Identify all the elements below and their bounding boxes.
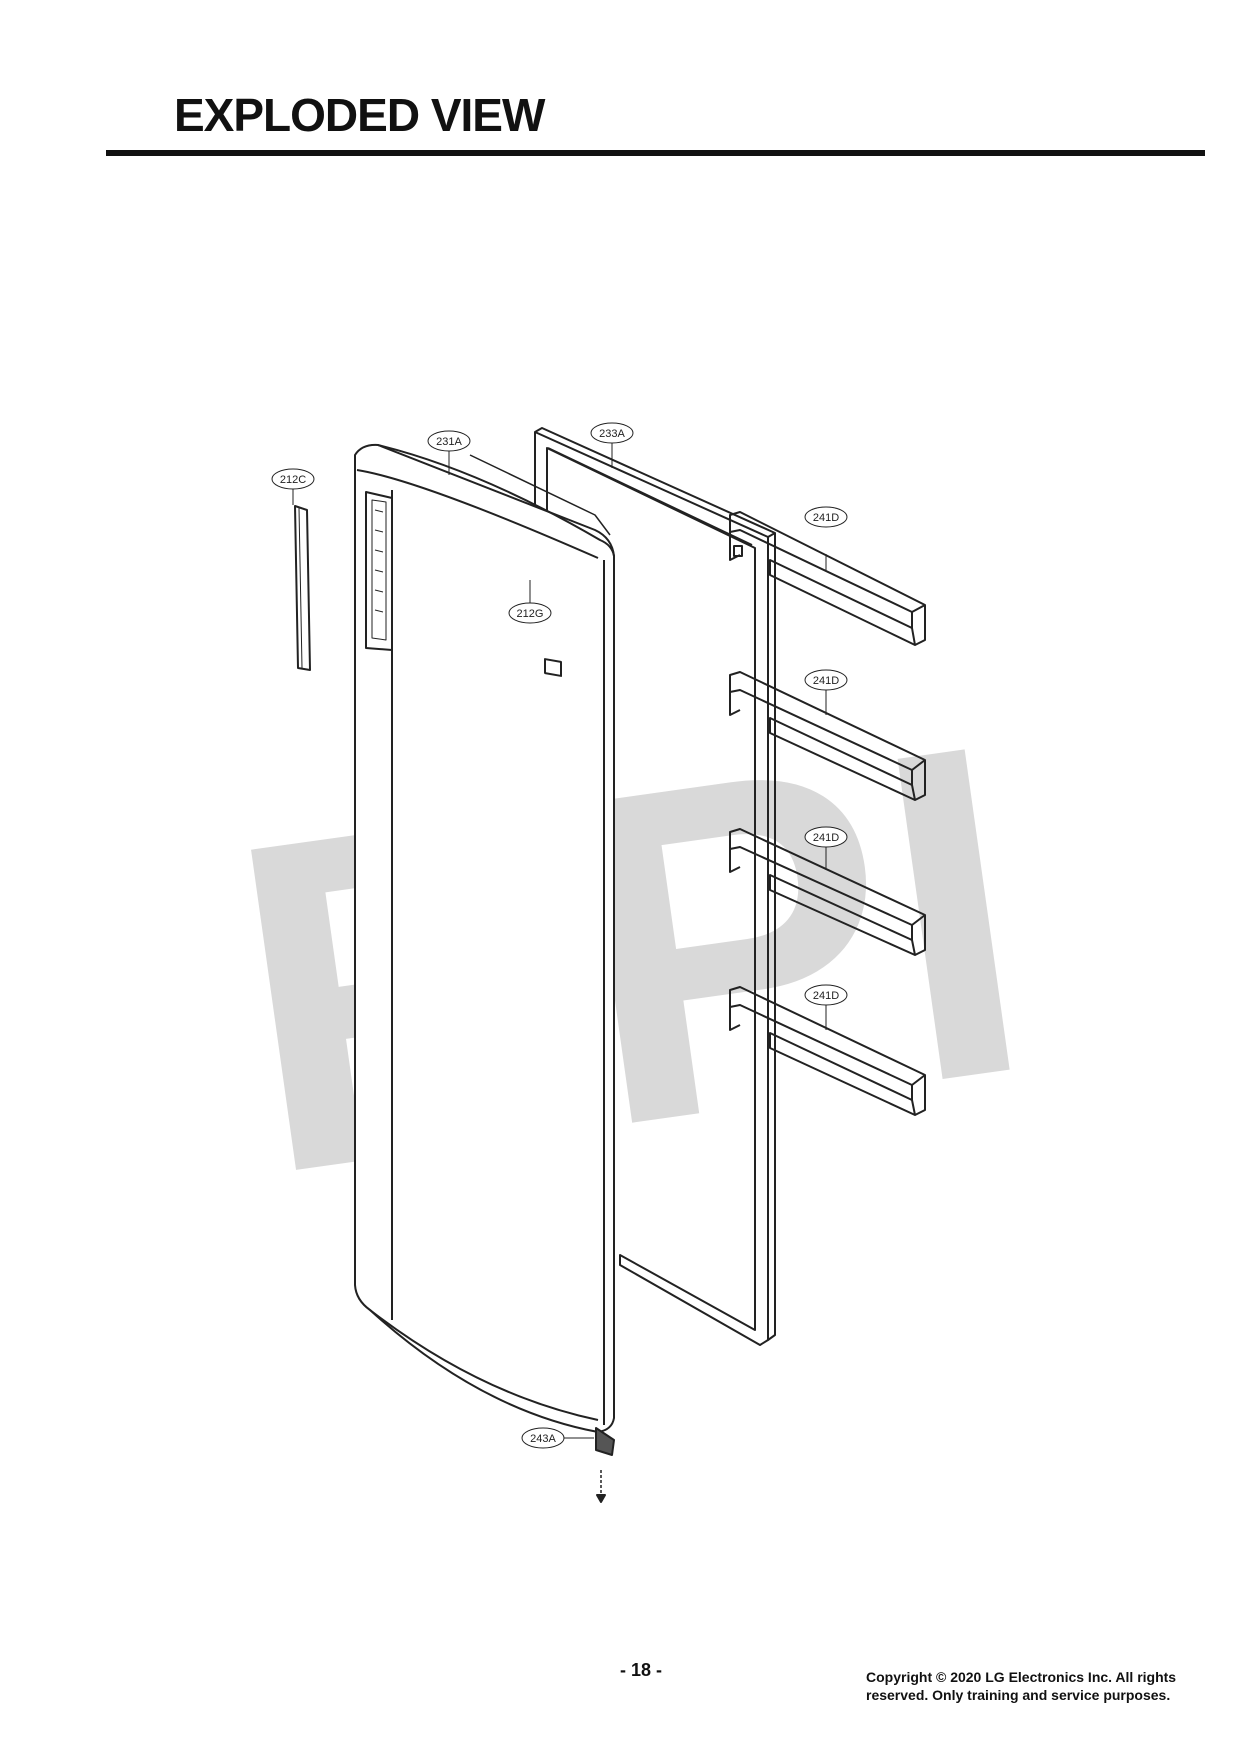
svg-text:231A: 231A xyxy=(436,436,462,448)
copyright-line-2: reserved. Only training and service purp… xyxy=(866,1687,1171,1703)
svg-text:233A: 233A xyxy=(599,428,625,440)
callout-241d-2: 241D xyxy=(804,669,848,691)
door-panel xyxy=(354,443,615,1433)
door-bin-3 xyxy=(729,828,926,956)
title-underline xyxy=(106,150,1205,156)
door-bin-1 xyxy=(729,511,926,646)
lower-hinge xyxy=(595,1427,615,1503)
callout-241d-3: 241D xyxy=(804,826,848,848)
svg-text:241D: 241D xyxy=(813,675,839,687)
svg-text:212G: 212G xyxy=(517,608,544,620)
svg-text:241D: 241D xyxy=(813,832,839,844)
door-bin-2 xyxy=(729,671,926,801)
callout-241d-4: 241D xyxy=(804,984,848,1006)
callout-243a: 243A xyxy=(521,1427,565,1449)
page-number: - 18 - xyxy=(620,1660,663,1680)
svg-text:212C: 212C xyxy=(280,474,306,486)
door-bin-4 xyxy=(729,986,926,1116)
copyright-line-1: Copyright © 2020 LG Electronics Inc. All… xyxy=(866,1669,1177,1685)
page-title: EXPLODED VIEW xyxy=(174,89,545,141)
svg-text:241D: 241D xyxy=(813,990,839,1002)
watermark-text: RPI xyxy=(206,644,1055,1273)
svg-text:241D: 241D xyxy=(813,512,839,524)
callout-212c: 212C xyxy=(271,468,315,490)
callout-231a: 231A xyxy=(427,430,471,452)
copyright-notice: Copyright © 2020 LG Electronics Inc. All… xyxy=(866,1668,1226,1704)
callout-212g: 212G xyxy=(508,602,552,624)
callout-241d-1: 241D xyxy=(804,506,848,528)
callout-233a: 233A xyxy=(590,422,634,444)
svg-text:243A: 243A xyxy=(530,1433,556,1445)
trim-strip xyxy=(294,505,311,671)
